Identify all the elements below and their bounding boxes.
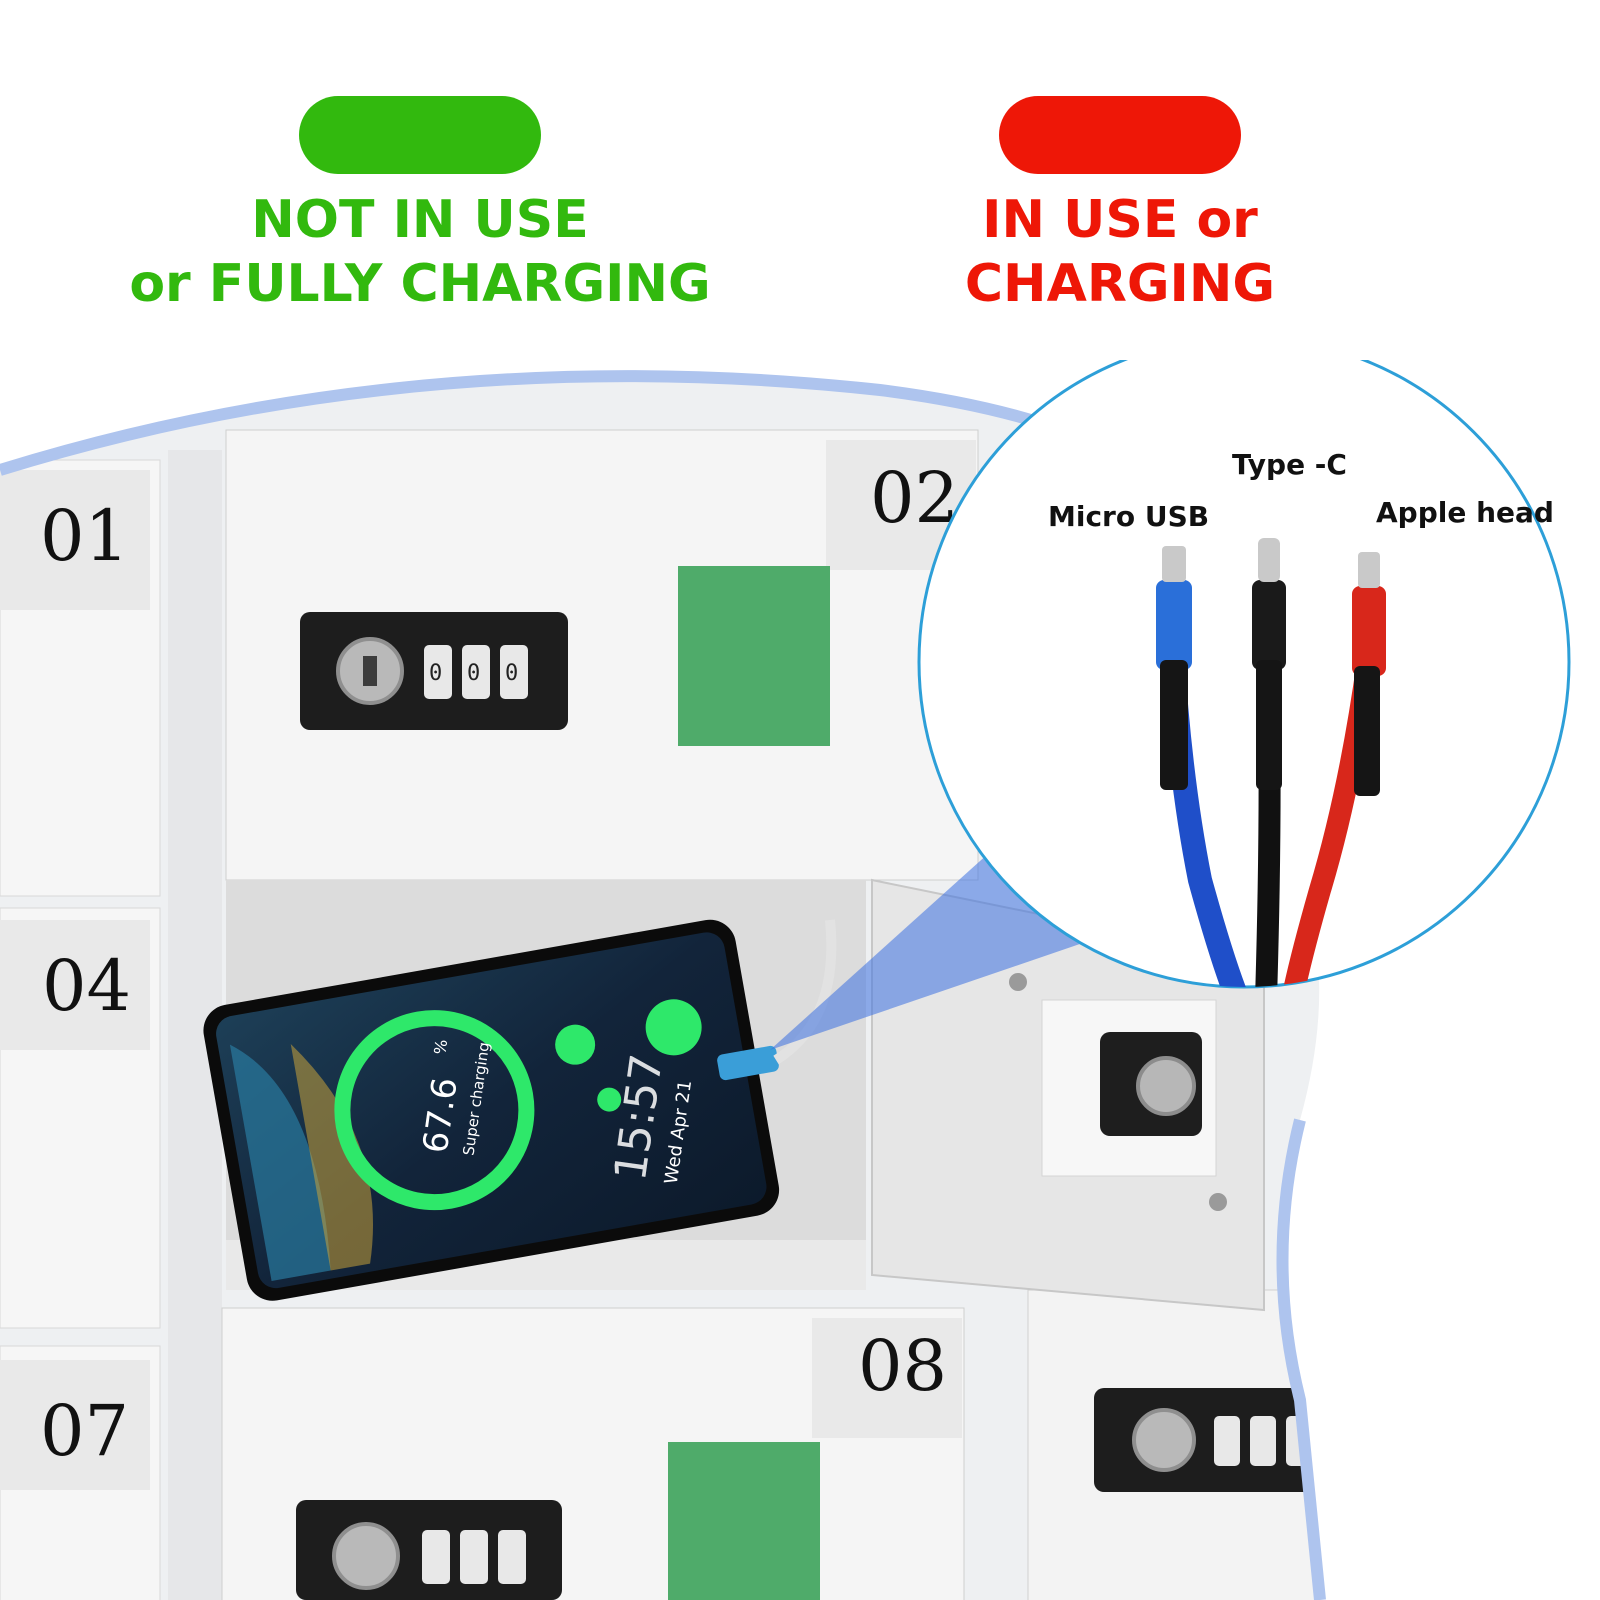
charging-locker-scene: 01 02 04 07 08 0 0 0 <box>0 360 1571 1600</box>
status-green-pill <box>299 96 541 174</box>
locker-number-07: 07 <box>40 1390 129 1472</box>
open-locker-door[interactable] <box>871 878 1265 1312</box>
lock-digit: 0 <box>429 661 442 686</box>
combination-lock-09[interactable] <box>1094 1388 1340 1492</box>
locker-02-indicator <box>678 566 830 746</box>
combination-lock-08[interactable] <box>296 1500 562 1600</box>
charge-percent-unit: % <box>430 1038 451 1056</box>
combination-lock-02[interactable]: 0 0 0 <box>300 612 568 730</box>
locker-number-02: 02 <box>870 457 959 539</box>
legend-occupied: IN USE or CHARGING <box>900 96 1340 316</box>
legend-occupied-caption: IN USE or CHARGING <box>964 190 1276 314</box>
locker-number-04: 04 <box>42 945 131 1027</box>
locker-08-indicator <box>668 1442 820 1600</box>
lock-digit: 0 <box>467 661 480 686</box>
charging-ring <box>334 1010 535 1211</box>
locker-number-01: 01 <box>40 495 129 577</box>
cable-label-apple-head: Apple head <box>1376 496 1554 529</box>
cable-label-type-c: Type -C <box>1232 448 1347 481</box>
status-red-pill <box>999 96 1241 174</box>
legend-available-caption: NOT IN USE or FULLY CHARGING <box>129 190 711 314</box>
locker-number-08: 08 <box>858 1325 947 1407</box>
charging-phone: 67.6 % Super charging 15:57 Wed Apr 21 <box>203 919 837 1301</box>
cable-label-micro-usb: Micro USB <box>1048 500 1209 533</box>
lock-digit: 0 <box>505 661 518 686</box>
legend-available: NOT IN USE or FULLY CHARGING <box>120 96 720 316</box>
cable-zoom-bubble: Type -C Micro USB Apple head <box>917 360 1571 989</box>
